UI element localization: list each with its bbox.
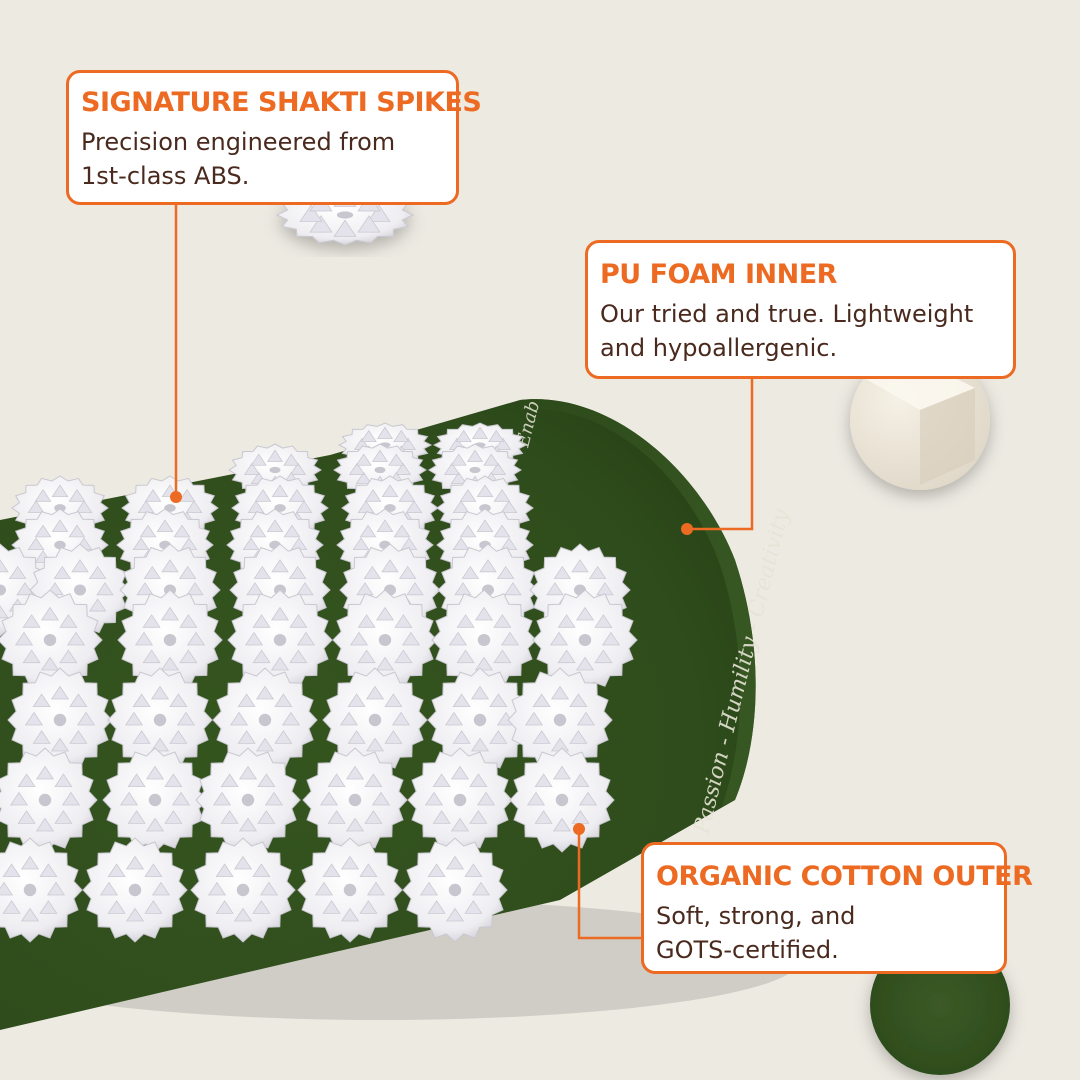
leader-line-cotton <box>577 829 641 940</box>
spike-disc <box>190 837 296 943</box>
spike-disc <box>509 747 615 853</box>
spike-disc <box>195 747 301 853</box>
callout-cotton: ORGANIC COTTON OUTER Soft, strong, and G… <box>641 842 1033 974</box>
spike-disc <box>402 837 508 943</box>
spike-disc <box>0 589 103 691</box>
callout-foam: PU FOAM INNER Our tried and true. Lightw… <box>585 240 1016 379</box>
spike-disc <box>107 667 213 773</box>
spike-disc <box>297 837 403 943</box>
spike-disc <box>82 837 188 943</box>
spike-disc <box>431 589 537 691</box>
leader-dot-cotton <box>573 823 585 835</box>
callout-cotton-line1: Soft, strong, and <box>656 902 856 930</box>
spike-disc <box>532 589 638 691</box>
spike-disc <box>0 837 83 943</box>
spike-disc <box>332 589 438 691</box>
spike-disc <box>407 747 513 853</box>
callout-spikes: SIGNATURE SHAKTI SPIKES Precision engine… <box>66 70 482 205</box>
spike-disc <box>212 667 318 773</box>
callout-foam-line1: Our tried and true. Lightweight <box>600 300 974 328</box>
callout-spikes-body: Precision engineered from 1st-class ABS. <box>81 125 395 193</box>
mat-edge <box>520 399 756 806</box>
spike-disc <box>7 667 113 773</box>
spike-disc <box>102 747 208 853</box>
callout-cotton-body: Soft, strong, and GOTS-certified. <box>656 899 855 967</box>
callout-spikes-title: SIGNATURE SHAKTI SPIKES <box>81 87 482 118</box>
spike-disc <box>322 667 428 773</box>
leader-line-foam <box>687 379 754 531</box>
callout-cotton-line2: GOTS-certified. <box>656 936 839 964</box>
callout-cotton-title: ORGANIC COTTON OUTER <box>656 861 1033 892</box>
callout-foam-body: Our tried and true. Lightweight and hypo… <box>600 297 973 365</box>
leader-dot-spikes <box>170 491 182 503</box>
leader-lines <box>174 205 754 940</box>
leader-dot-foam <box>681 523 693 535</box>
spike-disc <box>117 589 223 691</box>
spike-discs <box>0 422 638 943</box>
spike-disc <box>302 747 408 853</box>
spike-disc <box>0 747 98 853</box>
callout-foam-line2: and hypoallergenic. <box>600 334 838 362</box>
callout-foam-title: PU FOAM INNER <box>600 259 837 290</box>
callout-spikes-line2: 1st-class ABS. <box>81 162 250 190</box>
spike-disc <box>227 589 333 691</box>
callout-spikes-line1: Precision engineered from <box>81 128 396 156</box>
